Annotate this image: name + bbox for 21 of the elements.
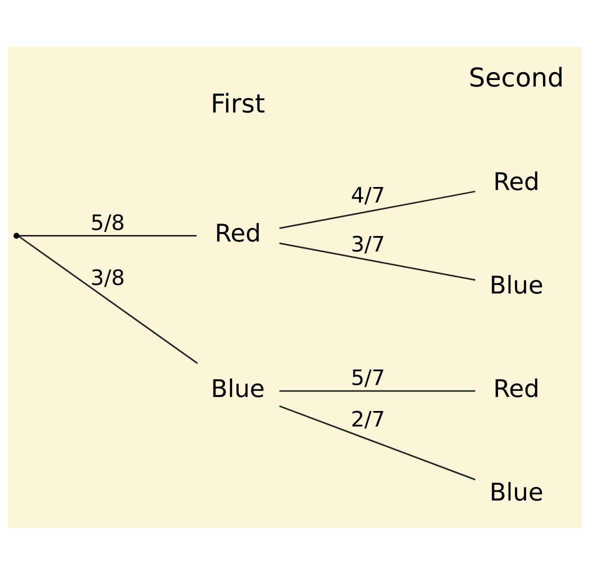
node-text: Blue: [210, 373, 265, 402]
node-text: Red: [493, 373, 540, 402]
connector: [279, 190, 476, 228]
edge-label: 2/7: [350, 406, 386, 432]
edge-label: 3/8: [90, 265, 125, 290]
label: Second: [468, 63, 564, 94]
node-point: [14, 232, 20, 238]
connector: [18, 235, 198, 364]
edge-label: 3/7: [350, 232, 386, 257]
node-text: Blue: [489, 270, 544, 299]
connector: [18, 234, 197, 236]
node-text: Red: [493, 166, 540, 196]
node-text: Blue: [489, 476, 544, 506]
edge-label: 5/8: [90, 210, 125, 236]
edge-label: 5/7: [350, 366, 386, 391]
connector: [279, 242, 476, 280]
node-text: Red: [214, 218, 261, 248]
connector: [279, 390, 476, 392]
edge-label: 4/7: [350, 183, 386, 208]
connector: [279, 404, 476, 480]
label: First: [210, 89, 266, 120]
